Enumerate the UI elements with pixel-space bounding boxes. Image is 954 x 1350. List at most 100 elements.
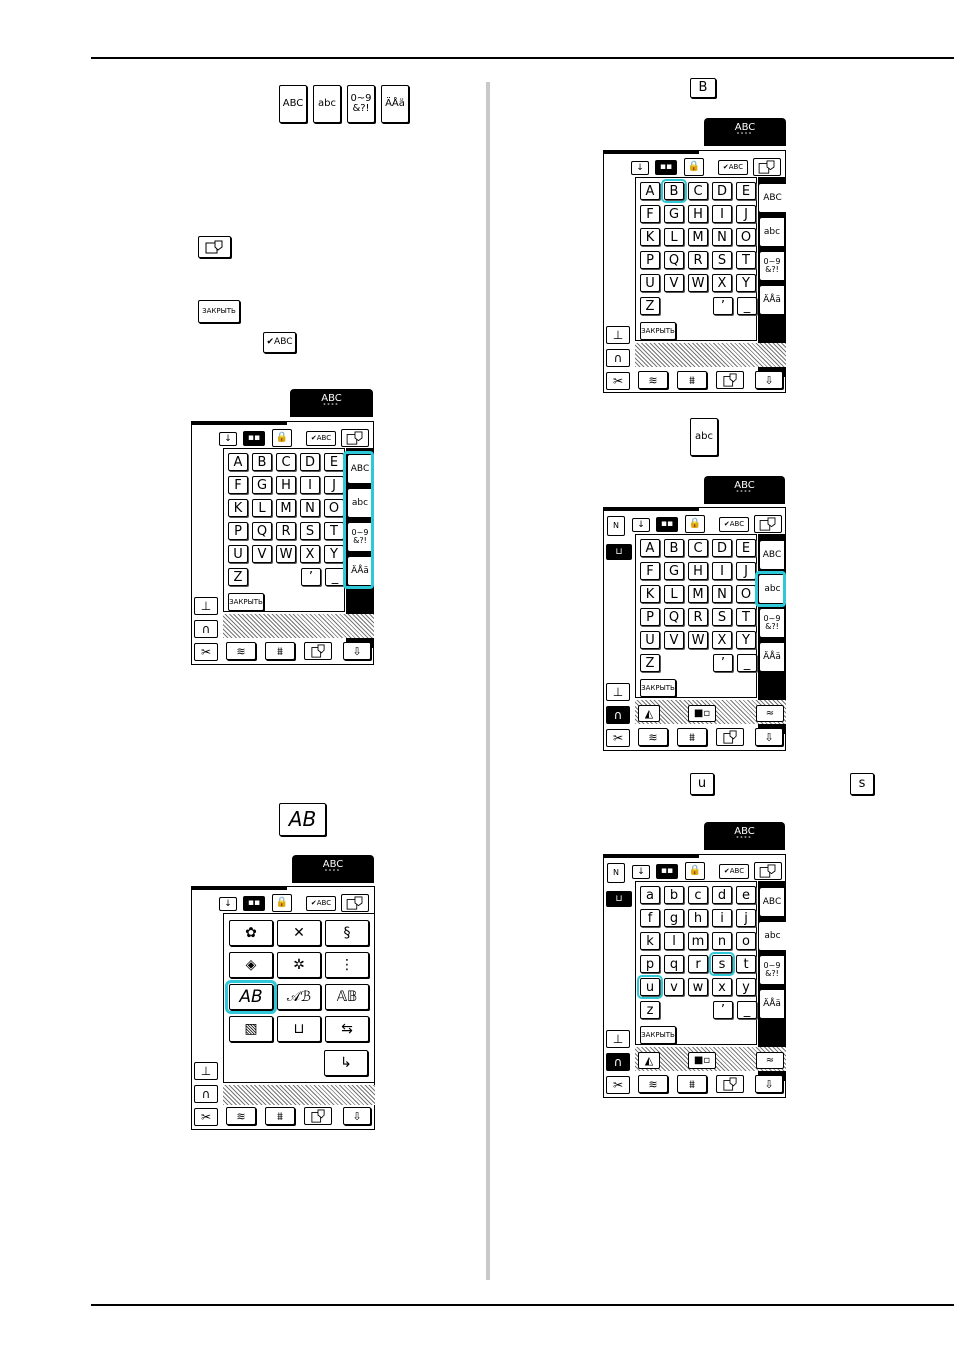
edit-memory-button[interactable] <box>716 1075 744 1093</box>
key-N[interactable]: N <box>712 228 732 246</box>
key-S[interactable]: S <box>300 522 320 540</box>
lock-icon[interactable]: 🔒 <box>272 429 292 447</box>
home-button[interactable]: ⇩ <box>755 371 783 389</box>
size-icon[interactable]: ■▫ <box>688 1052 716 1069</box>
key-Y[interactable]: Y <box>736 631 756 649</box>
close-button[interactable]: ЗАКРЫТЬ <box>228 593 264 611</box>
stitch-width-button[interactable]: ≋ <box>638 728 668 746</box>
key-T[interactable]: T <box>736 251 756 269</box>
foot-icon[interactable]: ⊥ <box>194 1062 218 1080</box>
reverse-icon[interactable]: ∩ <box>194 620 218 638</box>
key-E[interactable]: E <box>736 539 756 557</box>
scissors-icon[interactable]: ✂ <box>606 1076 630 1094</box>
key-o[interactable]: o <box>736 932 756 950</box>
check-button[interactable]: ✔ABC <box>306 431 336 446</box>
stitch-length-button[interactable]: ⩩ <box>677 728 707 746</box>
reverse-icon[interactable]: ∩ <box>194 1085 218 1103</box>
key-r[interactable]: r <box>688 955 708 973</box>
key-U[interactable]: U <box>228 545 248 563</box>
key-s-icon[interactable]: s <box>850 773 874 795</box>
key-L[interactable]: L <box>664 585 684 603</box>
scissors-icon[interactable]: ✂ <box>606 729 630 747</box>
tab-lower-case[interactable]: abc <box>758 921 786 951</box>
reverse-icon[interactable]: ∩ <box>606 706 630 724</box>
key-I[interactable]: I <box>300 476 320 494</box>
key-Q[interactable]: Q <box>252 522 272 540</box>
key-N[interactable]: N <box>712 585 732 603</box>
scissors-icon[interactable]: ✂ <box>606 372 630 390</box>
home-button[interactable]: ⇩ <box>343 1107 371 1125</box>
lower-case-icon[interactable]: abc <box>313 85 341 123</box>
home-button[interactable]: ⇩ <box>343 642 371 660</box>
foot-icon[interactable]: ⊥ <box>194 597 218 615</box>
key-space[interactable]: _ <box>737 1001 757 1019</box>
key-G[interactable]: G <box>664 562 684 580</box>
check-button[interactable]: ✔ABC <box>306 896 336 911</box>
key-apostrophe[interactable]: ’ <box>301 568 321 586</box>
key-L[interactable]: L <box>664 228 684 246</box>
check-button[interactable]: ✔ABC <box>718 160 748 175</box>
key-U[interactable]: U <box>640 631 660 649</box>
memory-button[interactable] <box>753 158 781 176</box>
key-D[interactable]: D <box>712 182 732 200</box>
key-P[interactable]: P <box>640 251 660 269</box>
key-W[interactable]: W <box>688 631 708 649</box>
tab-accented[interactable]: ÄÅä <box>347 556 373 586</box>
key-g[interactable]: g <box>664 909 684 927</box>
key-d[interactable]: d <box>712 886 732 904</box>
key-Y[interactable]: Y <box>736 274 756 292</box>
memory-button[interactable] <box>341 894 369 912</box>
stitch-width-button[interactable]: ≋ <box>638 1075 668 1093</box>
key-G[interactable]: G <box>664 205 684 223</box>
memory-button[interactable] <box>341 429 369 447</box>
tab-lower-case[interactable]: abc <box>759 217 785 247</box>
key-U[interactable]: U <box>640 274 660 292</box>
layout-icon[interactable]: ▪▪ <box>243 431 265 446</box>
cat-usb[interactable]: ⇆ <box>325 1016 369 1042</box>
cat-character[interactable]: AB <box>225 980 277 1014</box>
key-b-icon[interactable]: B <box>690 78 716 98</box>
stitch-width-button[interactable]: ≋ <box>226 642 256 660</box>
key-J[interactable]: J <box>736 205 756 223</box>
key-J[interactable]: J <box>736 562 756 580</box>
key-G[interactable]: G <box>252 476 272 494</box>
foot-icon[interactable]: ⊥ <box>606 683 630 701</box>
key-h[interactable]: h <box>688 909 708 927</box>
key-space[interactable]: _ <box>325 568 345 586</box>
memory-button[interactable] <box>754 862 782 880</box>
thread-icon[interactable]: ⊔ <box>606 891 632 907</box>
key-M[interactable]: M <box>276 499 296 517</box>
key-H[interactable]: H <box>276 476 296 494</box>
key-c[interactable]: c <box>688 886 708 904</box>
stitch-length-button[interactable]: ⩩ <box>265 642 295 660</box>
key-C[interactable]: C <box>276 453 296 471</box>
cat-decorative[interactable]: ✕ <box>277 920 321 946</box>
stitch-length-button[interactable]: ⩩ <box>677 371 707 389</box>
reverse-icon[interactable]: ∩ <box>606 1053 630 1071</box>
cat-script[interactable]: 𝒜ℬ <box>277 984 321 1010</box>
key-Y[interactable]: Y <box>324 545 344 563</box>
tab-accented[interactable]: ÄÅä <box>759 989 785 1019</box>
size-icon[interactable]: ■▫ <box>688 705 716 722</box>
character-mode-icon[interactable]: AB <box>279 803 326 836</box>
density-icon[interactable]: ≈ <box>756 1052 784 1069</box>
mirror-icon[interactable]: ◭ <box>638 705 660 722</box>
presser-n-icon[interactable]: N <box>607 863 625 883</box>
home-button[interactable]: ⇩ <box>755 728 783 746</box>
key-X[interactable]: X <box>712 274 732 292</box>
stitch-length-button[interactable]: ⩩ <box>677 1075 707 1093</box>
cat-heirloom[interactable]: ✲ <box>277 952 321 978</box>
layout-icon[interactable]: ▪▪ <box>655 160 677 175</box>
scissors-icon[interactable]: ✂ <box>194 1108 218 1126</box>
edit-memory-button[interactable] <box>716 728 744 746</box>
key-C[interactable]: C <box>688 182 708 200</box>
key-K[interactable]: K <box>640 585 660 603</box>
cat-my-design[interactable]: ▧ <box>229 1016 273 1042</box>
key-Z[interactable]: Z <box>640 654 660 672</box>
edit-memory-button[interactable] <box>716 371 744 389</box>
key-apostrophe[interactable]: ’ <box>713 654 733 672</box>
upper-case-icon[interactable]: ABC <box>279 85 307 123</box>
key-x[interactable]: x <box>712 978 732 996</box>
key-P[interactable]: P <box>228 522 248 540</box>
stitch-width-button[interactable]: ≋ <box>226 1107 256 1125</box>
